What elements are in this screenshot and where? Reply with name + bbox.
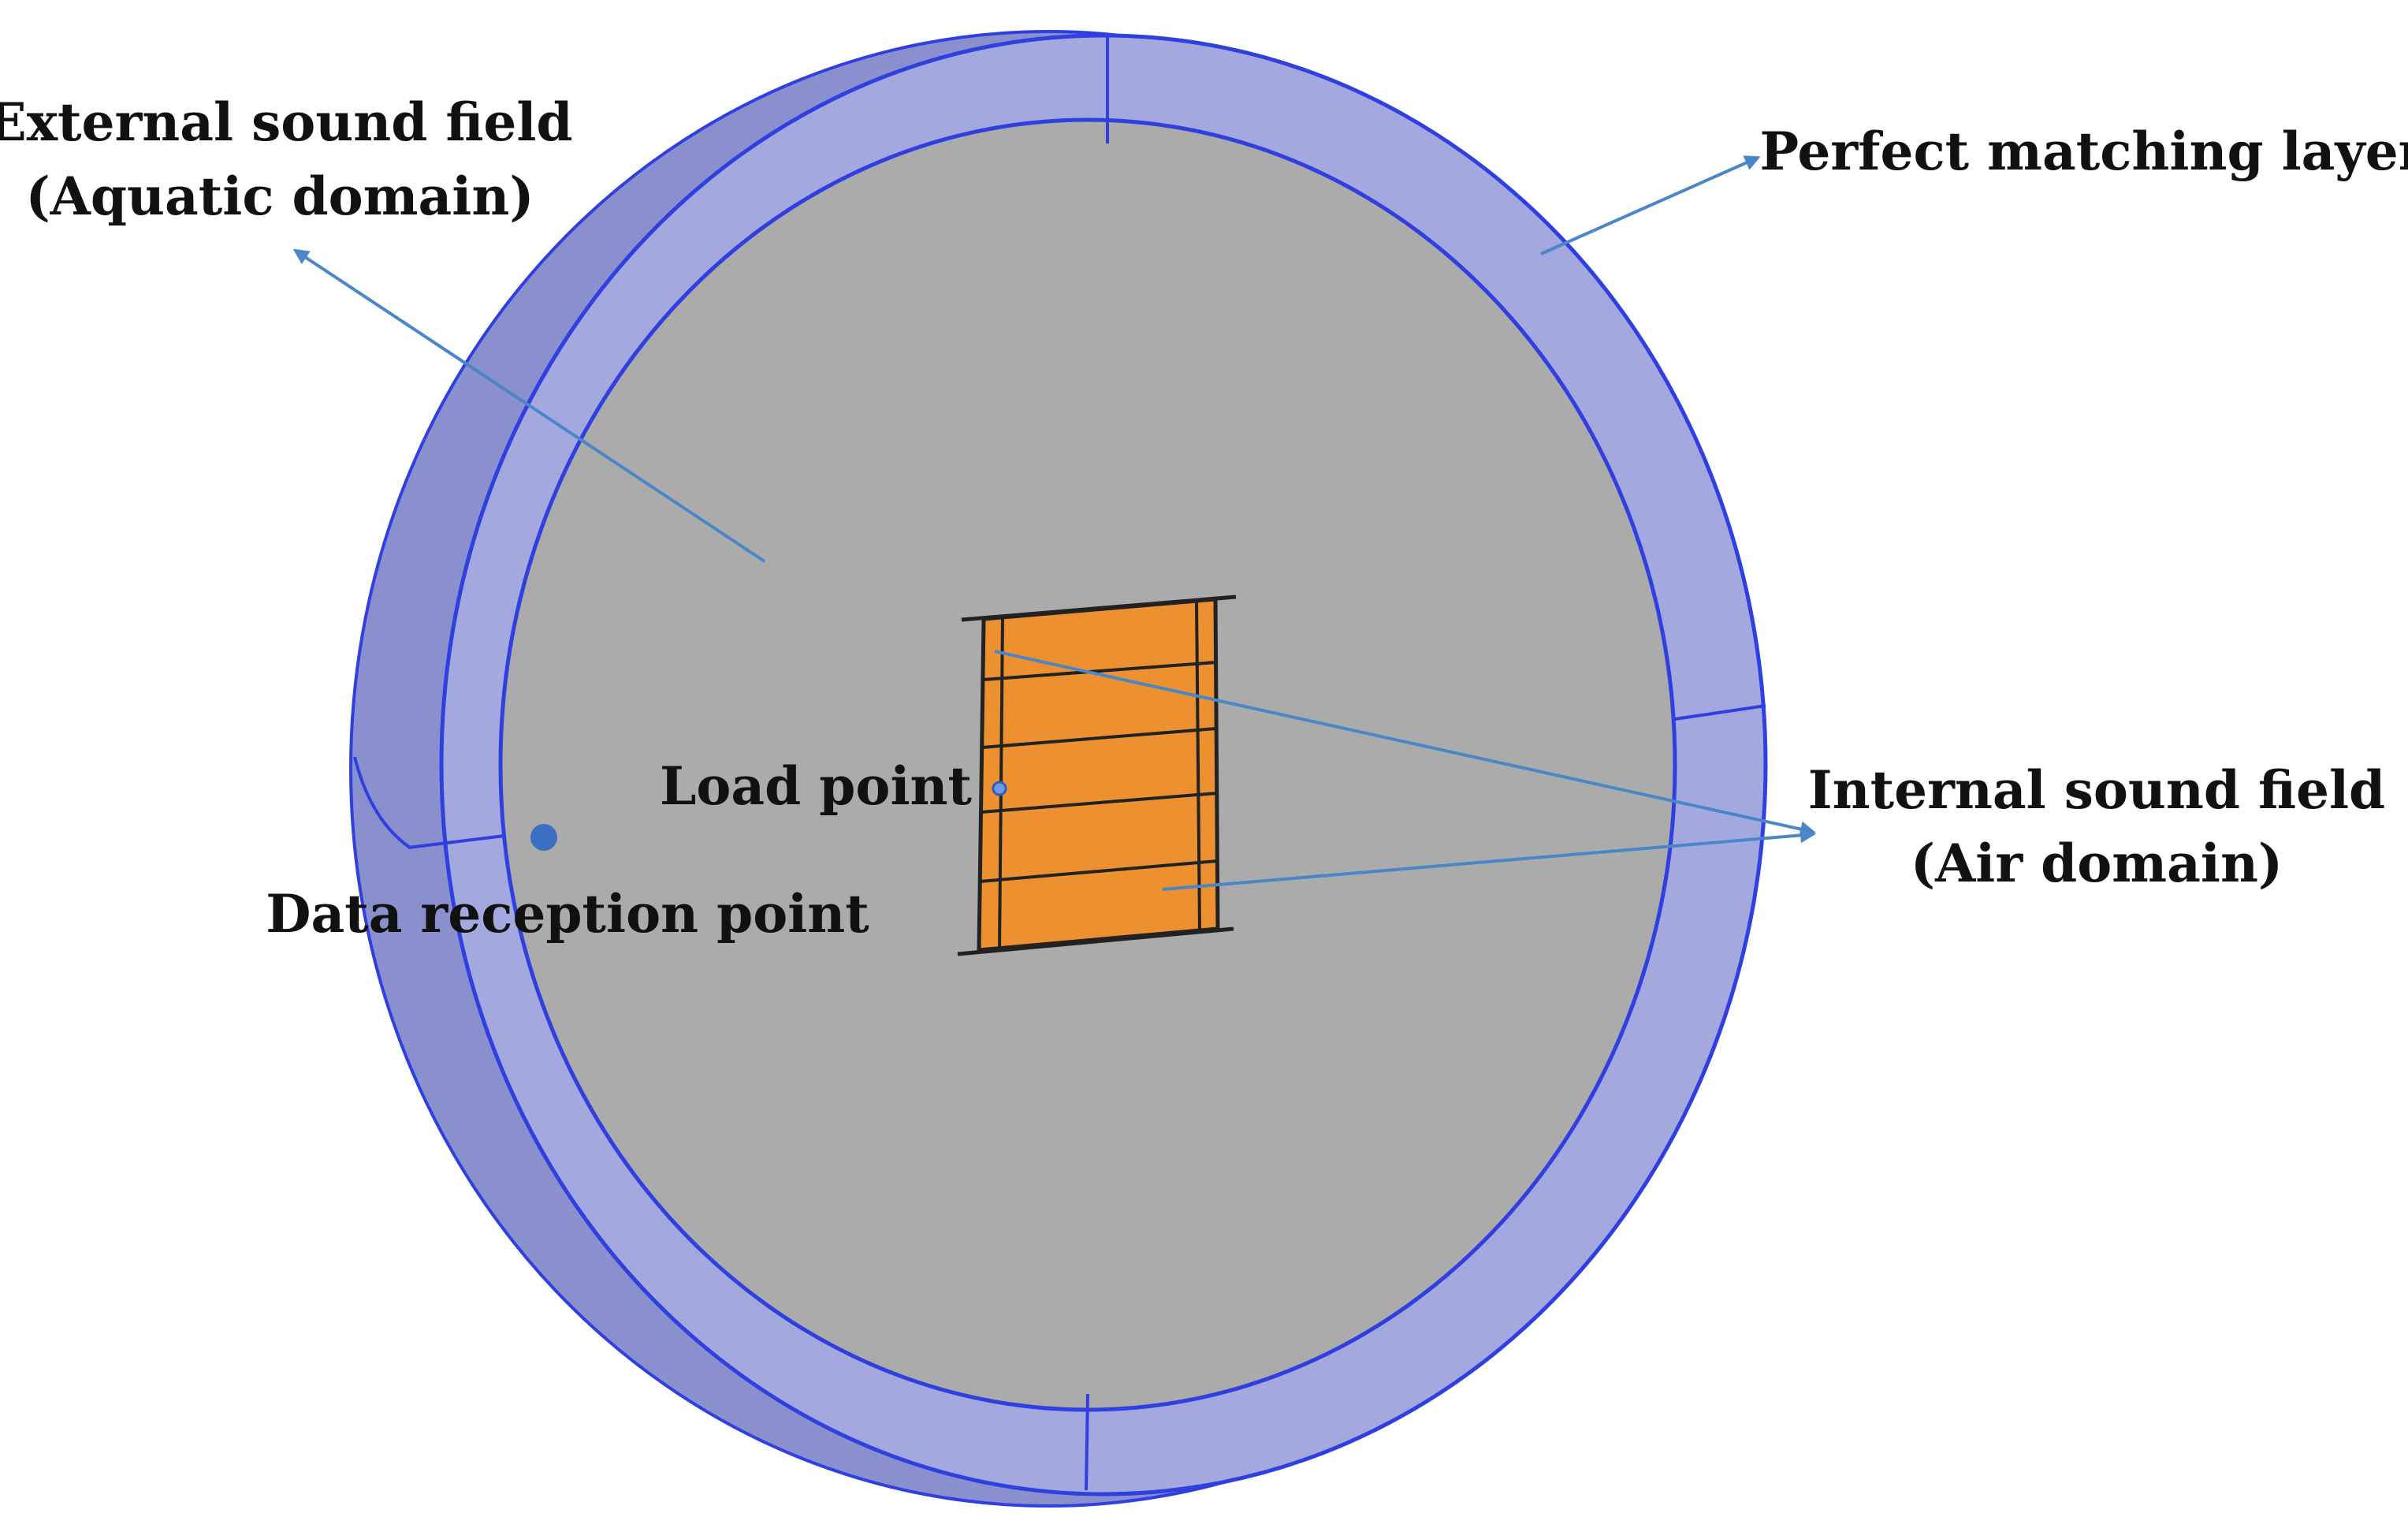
- label-internal-sound-field: Internal sound field: [1808, 759, 2385, 821]
- arrow-external-sound-field: [292, 248, 766, 563]
- pml-depth-edge: [353, 756, 411, 849]
- arrow-internal-sound-field-top: [994, 650, 1816, 837]
- label-load-point: Load point: [660, 755, 973, 817]
- label-external-sound-field: External sound field: [0, 91, 573, 153]
- data-reception-point-marker: [530, 824, 557, 851]
- label-perfect-matching-layer: Perfect matching layer: [1759, 121, 2408, 182]
- pml-divider-bottom: [1085, 1393, 1089, 1491]
- label-air-domain: (Air domain): [1911, 833, 2283, 894]
- internal-sound-field-domain: [957, 594, 1237, 956]
- pml-divider-right: [1674, 704, 1766, 721]
- label-aquatic-domain: (Aquatic domain): [25, 166, 534, 227]
- arrow-perfect-matching-layer: [1540, 155, 1761, 255]
- load-point-marker: [992, 781, 1007, 796]
- label-data-reception-point: Data reception point: [266, 883, 869, 945]
- pml-divider-left: [408, 834, 505, 849]
- arrow-internal-sound-field-bottom: [1162, 827, 1816, 891]
